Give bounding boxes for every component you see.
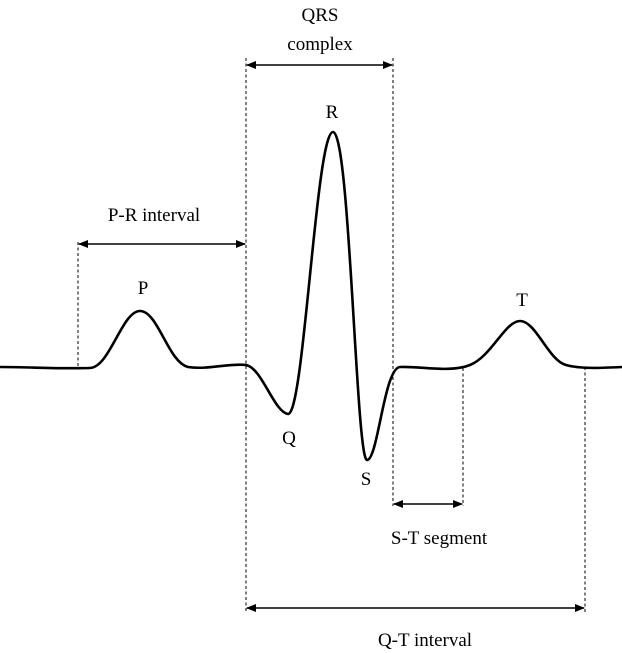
qt-interval-label: Q-T interval: [378, 630, 472, 651]
qrs-label-line2: complex: [287, 34, 353, 55]
span-arrows: [78, 61, 585, 612]
pr-interval-label: P-R interval: [108, 205, 200, 226]
wave-labels: P Q R S T: [138, 102, 528, 490]
s-wave-label: S: [361, 469, 372, 490]
r-wave-label: R: [326, 102, 339, 123]
st-segment-label: S-T segment: [391, 528, 488, 549]
ecg-waveform: [0, 130, 622, 462]
qrs-label-line1: QRS: [302, 5, 339, 26]
p-wave-label: P: [138, 278, 149, 299]
q-wave-label: Q: [282, 428, 296, 449]
t-wave-label: T: [516, 290, 528, 311]
boundary-guides: [77, 58, 586, 612]
interval-labels: QRS complex P-R interval S-T segment Q-T…: [108, 5, 488, 651]
